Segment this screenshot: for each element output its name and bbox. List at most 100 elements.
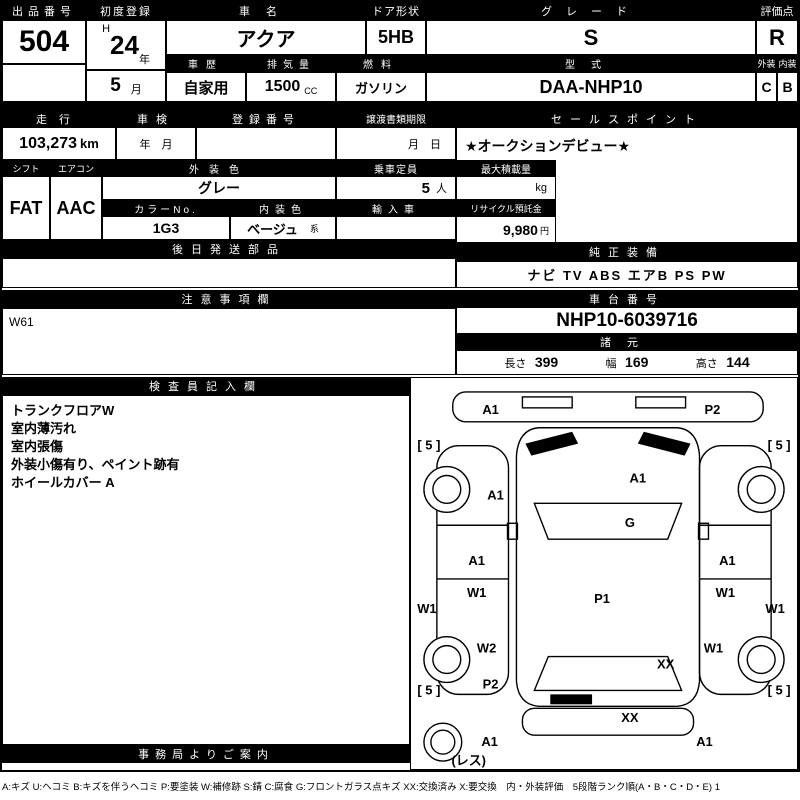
exterior-score-text: C [761, 79, 772, 95]
exterior-color-header: 外装色 [102, 160, 336, 176]
damage-marker: W1 [765, 601, 784, 616]
color-no-text: 1G3 [152, 220, 180, 236]
width-pair: 幅 169 [606, 354, 649, 372]
chassis-number-text: NHP10-6039716 [556, 309, 698, 331]
damage-marker: (レス) [451, 753, 485, 768]
width-value: 169 [625, 353, 649, 370]
door-shape-header: ドア形状 [366, 2, 426, 20]
grade-value: S [426, 20, 756, 55]
sales-point-header: セールスポイント [456, 110, 798, 127]
score-value: R [756, 20, 798, 55]
interior-score-value: B [777, 72, 798, 102]
damage-marker: A1 [481, 734, 498, 749]
headlight-left-shape [525, 431, 579, 456]
displacement-value: 1500 CC [246, 72, 336, 102]
first-registration-year-cell: H 24 年 [86, 20, 166, 70]
transfer-deadline-header: 譲渡書類期限 [336, 110, 456, 127]
lot-number-empty-cell [2, 64, 86, 102]
length-label: 長さ [504, 357, 527, 370]
damage-marker: A1 [630, 470, 647, 485]
mileage-unit: km [80, 136, 99, 151]
height-label: 高さ [695, 357, 718, 370]
car-name-value: アクア [166, 20, 366, 55]
grade-header: グレード [426, 2, 756, 20]
dimensions-header: 諸元 [456, 334, 798, 350]
interior-color-text: ベージュ [247, 221, 298, 237]
max-load-value: kg [456, 176, 556, 200]
capacity-unit: 人 [436, 183, 447, 195]
first-reg-year: 24 [110, 29, 139, 60]
year-unit: 年 [138, 54, 150, 66]
rear-plate-shape [550, 694, 593, 705]
import-car-value [336, 216, 456, 240]
damage-marker: W1 [417, 601, 436, 616]
month-unit: 月 [130, 84, 142, 96]
exterior-color-text: グレー [198, 180, 240, 196]
capacity-number: 5 [421, 179, 430, 197]
era-label: H [102, 23, 111, 35]
dimensions-value: 長さ 399 幅 169 高さ 144 [456, 350, 798, 375]
inspector-note-line: 室内薄汚れ [11, 421, 77, 436]
lot-number-text: 504 [18, 25, 70, 58]
interior-color-suffix: 系 [309, 224, 319, 234]
inspection-header: 車検 [116, 110, 196, 127]
notice-box: W61 [2, 308, 456, 375]
recycle-deposit-value: 9,980 円 [456, 216, 556, 243]
car-history-value: 自家用 [166, 72, 246, 102]
car-history-header: 車歴 [166, 55, 246, 72]
damage-marker: A1 [482, 402, 499, 417]
exterior-score-value: C [756, 72, 777, 102]
left-side-panel-shape [436, 444, 510, 696]
capacity-header: 乗車定員 [336, 160, 456, 176]
spare-tire-inner [430, 729, 456, 755]
windshield-shape [533, 502, 683, 540]
damage-marker: [ 5 ] [417, 682, 440, 697]
front-grille-right-shape [635, 396, 687, 409]
damage-marker: XX [657, 657, 675, 672]
mirror-right-shape [697, 522, 710, 540]
inspector-note-line: ホイールカバー A [11, 475, 115, 490]
damage-marker: [ 5 ] [768, 682, 791, 697]
equipment-header: 純正装備 [456, 243, 798, 261]
chassis-number-header: 車台番号 [456, 290, 798, 307]
equipment-value: ナビ TV ABS エアB PS PW [456, 261, 798, 288]
model-code-text: DAA-NHP10 [539, 76, 643, 97]
right-side-panel-shape [698, 444, 772, 696]
max-load-header: 最大積載量 [456, 160, 556, 176]
car-name-header: 車名 [166, 2, 366, 20]
mileage-value: 103,273 km [2, 127, 116, 160]
model-code-value: DAA-NHP10 [426, 72, 756, 102]
rear-bumper-shape [521, 707, 695, 736]
fuel-header: 燃料 [336, 55, 426, 72]
score-text: R [769, 24, 785, 50]
inspector-note-line: トランクフロアW [11, 403, 115, 418]
mileage-text: 103,273 [19, 134, 78, 152]
aircon-header: エアコン [50, 160, 102, 176]
car-name-text: アクア [236, 29, 296, 51]
damage-marker: P2 [705, 402, 721, 417]
legend-text: A:キズ U:ヘコミ B:キズを伴うヘコミ P:要塗装 W:補修跡 S:錆 C:… [2, 782, 720, 793]
damage-marker: A1 [696, 734, 713, 749]
chassis-number-value: NHP10-6039716 [456, 307, 798, 334]
damage-marker: XX [621, 710, 639, 725]
import-car-header: 輸入車 [336, 200, 456, 216]
max-load-unit: kg [535, 182, 547, 194]
exterior-score-header: 外装 [756, 55, 777, 72]
inspector-header: 検査員記入欄 [2, 377, 410, 395]
wheel-rear-right-inner [746, 644, 776, 675]
mileage-header: 走行 [2, 110, 116, 127]
inspection-text: 年 月 [139, 138, 173, 151]
damage-marker: W1 [704, 641, 723, 656]
recycle-deposit-number: 9,980 [502, 221, 538, 238]
exterior-color-value: グレー [102, 176, 336, 200]
width-label: 幅 [605, 357, 617, 370]
height-pair: 高さ 144 [696, 354, 750, 372]
transfer-deadline-value: 月 日 [336, 127, 456, 160]
first-registration-header: 初度登録 [86, 2, 166, 20]
aircon-text: AAC [56, 197, 96, 218]
